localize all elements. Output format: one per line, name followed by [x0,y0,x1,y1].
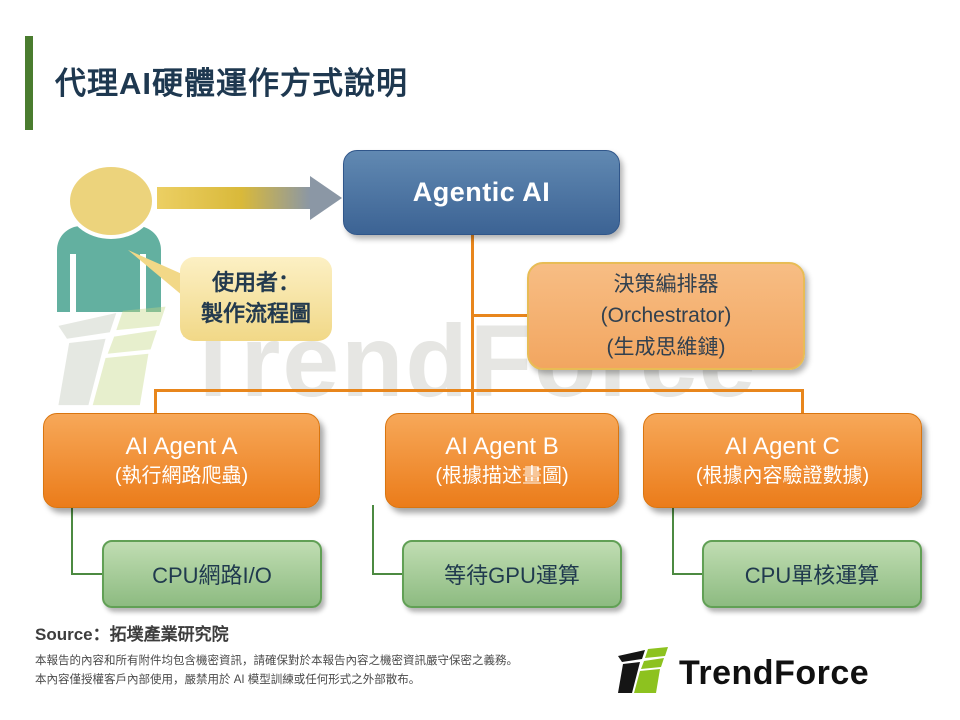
hw-node-agent-c: CPU單核運算 [702,540,922,608]
disclaimer-line1: 本報告的內容和所有附件均包含機密資訊，請確保對於本報告內容之機密資訊嚴守保密之義… [35,655,518,667]
connector-drop-agent-c [801,389,804,416]
user-callout: 使用者： 製作流程圖 [180,257,332,341]
connector-agent-b-hw-vertical [372,505,374,575]
agent-a-node: AI Agent A (執行網路爬蟲) [43,413,320,508]
agentic-ai-label: Agentic AI [412,177,551,207]
connector-agent-a-hw-horizontal [71,573,103,575]
arrow-right-head-icon [310,176,342,220]
title-accent-bar [25,36,33,130]
trendforce-logo-text: TrendForce [679,654,870,692]
orchestrator-line1: 決策編排器 [613,272,719,296]
orchestrator-line3: (生成思維鏈) [606,335,726,359]
hw-node-agent-a: CPU網路I/O [102,540,322,608]
user-arm-gap-left [70,254,76,312]
agentic-ai-node: Agentic AI [343,150,620,235]
connector-agents-horizontal [154,389,804,392]
connector-agent-c-hw-vertical [672,505,674,575]
arrow-right-icon [157,187,310,209]
user-callout-line2: 製作流程圖 [200,301,311,326]
user-arm-gap-right [140,254,146,312]
page-title: 代理AI硬體運作方式說明 [55,66,408,101]
connector-drop-agent-a [154,389,157,416]
connector-agent-a-hw-vertical [71,505,73,575]
connector-agent-b-hw-horizontal [372,573,404,575]
source-line: Source：拓墣產業研究院 [35,625,229,644]
user-callout-line1: 使用者： [211,270,300,296]
disclaimer-line2: 本內容僅授權客戶內部使用，嚴禁用於 AI 模型訓練或任何形式之外部散布。 [35,674,421,686]
hw-label-agent-b: 等待GPU運算 [444,563,580,588]
connector-agent-c-hw-horizontal [672,573,704,575]
trendforce-logo-mark-icon [615,646,671,701]
agent-a-desc: (執行網路爬蟲) [114,465,249,488]
agent-c-name: AI Agent C [725,432,840,460]
agent-b-desc: (根據描述畫圖) [435,465,569,488]
hw-label-agent-c: CPU單核運算 [744,563,880,588]
connector-orchestrator-branch [471,314,529,317]
orchestrator-node: 決策編排器 (Orchestrator) (生成思維鏈) [527,262,805,370]
hw-label-agent-a: CPU網路I/O [152,563,272,588]
agent-b-node: AI Agent B (根據描述畫圖) [385,413,619,508]
hw-node-agent-b: 等待GPU運算 [402,540,622,608]
agent-a-name: AI Agent A [125,432,238,460]
agent-c-desc: (根據內容驗證數據) [695,465,870,488]
orchestrator-line2: (Orchestrator) [600,304,732,328]
agent-b-name: AI Agent B [445,432,559,460]
agent-c-node: AI Agent C (根據內容驗證數據) [643,413,922,508]
trendforce-logo: TrendForce [615,646,869,701]
user-head-shape [66,163,156,239]
connector-root-vertical [471,233,474,417]
